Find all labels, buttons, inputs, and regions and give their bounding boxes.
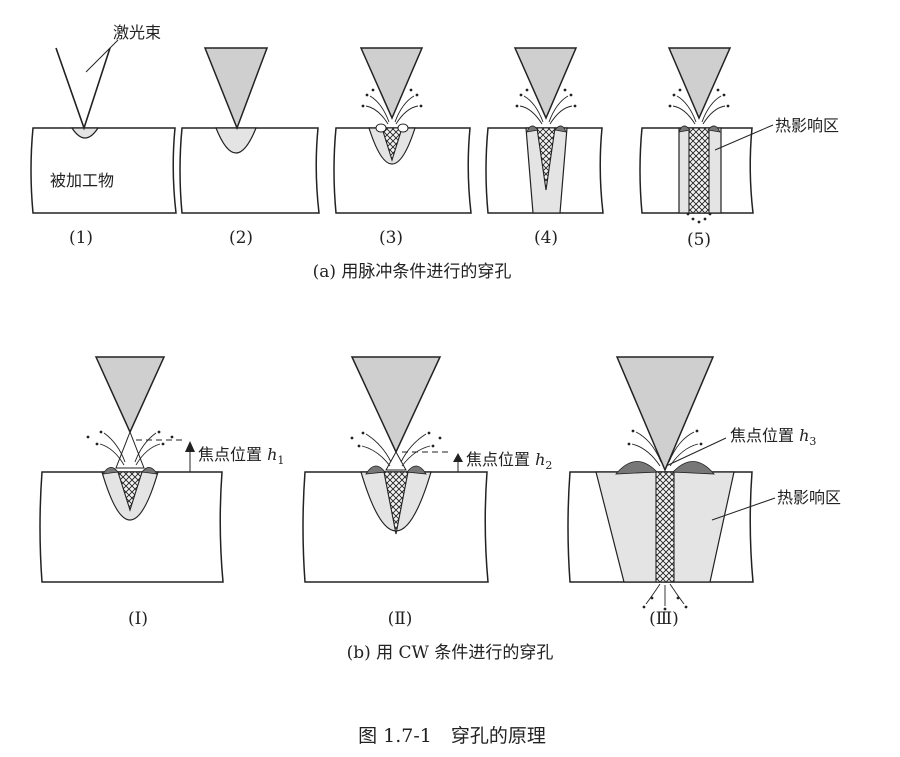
laser-beam	[615, 356, 715, 472]
workpiece-block	[333, 127, 472, 214]
dross-left	[615, 461, 658, 475]
ejection-dots	[515, 88, 577, 108]
focus-label-3: 焦点位置 h3	[730, 426, 816, 448]
ejection-streams	[365, 95, 419, 125]
laser-beam	[513, 47, 578, 120]
beam-below-focus	[385, 450, 407, 471]
caption-a: (a) 用脉冲条件进行的穿孔	[313, 262, 512, 282]
panel-a2: (2)	[179, 47, 320, 248]
dross-right	[141, 467, 158, 475]
keyhole	[381, 127, 403, 162]
caption-b: (b) 用 CW 条件进行的穿孔	[347, 643, 554, 663]
focus-label-1: 焦点位置 h1	[198, 445, 284, 467]
laser-beam-leader	[85, 39, 119, 73]
laser-beam	[94, 356, 166, 434]
ejection-streams	[672, 95, 726, 125]
through-hole	[688, 127, 710, 214]
panel-b1: 焦点位置 h1 (Ⅰ)	[39, 356, 284, 629]
panel-a4-label: (4)	[534, 228, 558, 248]
melt-pool	[70, 127, 100, 139]
panel-a3-label: (3)	[379, 228, 403, 248]
panel-a1-label: (1)	[69, 228, 93, 248]
dross-left	[526, 125, 539, 133]
ejection-streams	[361, 433, 431, 467]
panel-a4: (4)	[485, 47, 604, 248]
workpiece-block	[39, 471, 224, 583]
figure-title: 图 1.7-1 穿孔的原理	[358, 725, 546, 747]
laser-beam-outline	[55, 47, 111, 131]
dross-right	[406, 465, 427, 475]
dross-right	[554, 125, 567, 133]
haz-leader	[714, 124, 774, 151]
keyhole	[536, 127, 556, 191]
focus-label-2: 焦点位置 h2	[466, 450, 552, 472]
laser-beam	[359, 47, 424, 120]
ejection-dots	[350, 431, 442, 448]
panel-a2-label: (2)	[229, 228, 253, 248]
laser-beam	[203, 47, 269, 131]
panel-b2: 焦点位置 h2 (Ⅱ)	[302, 356, 552, 629]
dross-left	[365, 465, 386, 475]
laser-beam-label: 激光束	[113, 23, 161, 42]
focus-height-arrow	[453, 453, 463, 472]
keyhole	[383, 471, 409, 535]
ejection-streams	[99, 432, 161, 466]
panel-a3: (3)	[333, 47, 472, 248]
panel-b3-label: (Ⅲ)	[649, 609, 679, 629]
ejection-streams	[519, 95, 573, 125]
panel-a5-label: (5)	[687, 230, 711, 250]
focus-leader	[665, 437, 727, 467]
spatter-right	[397, 123, 409, 133]
spatter-left	[375, 123, 387, 133]
dross-left	[678, 125, 691, 133]
panel-b3: 焦点位置 h3 热影响区 (Ⅲ)	[567, 356, 841, 629]
panel-b1-label: (Ⅰ)	[128, 609, 148, 629]
workpiece-block	[179, 127, 320, 214]
melt-pool	[215, 127, 257, 154]
dross-right	[672, 461, 715, 475]
keyhole	[117, 471, 143, 512]
laser-beam	[350, 356, 442, 454]
ejection-dots	[86, 430, 174, 446]
dross-right	[707, 125, 721, 133]
panel-a1: 激光束 被加工物 (1)	[30, 23, 177, 248]
panel-b2-label: (Ⅱ)	[388, 609, 413, 629]
dross-left	[102, 467, 119, 475]
ejection-dots	[361, 88, 423, 108]
beam-below-focus	[115, 430, 145, 469]
workpiece-block	[30, 127, 177, 214]
haz-label: 热影响区	[775, 116, 839, 135]
ejection-dots	[627, 429, 703, 611]
haz-label: 热影响区	[777, 488, 841, 507]
focus-height-arrow	[185, 441, 195, 472]
workpiece-label: 被加工物	[50, 171, 114, 190]
panel-a5: 热影响区 (5)	[639, 47, 839, 250]
laser-beam	[667, 47, 732, 120]
through-hole	[655, 471, 675, 583]
haz-leader	[711, 497, 776, 521]
ejection-dots	[668, 88, 730, 224]
